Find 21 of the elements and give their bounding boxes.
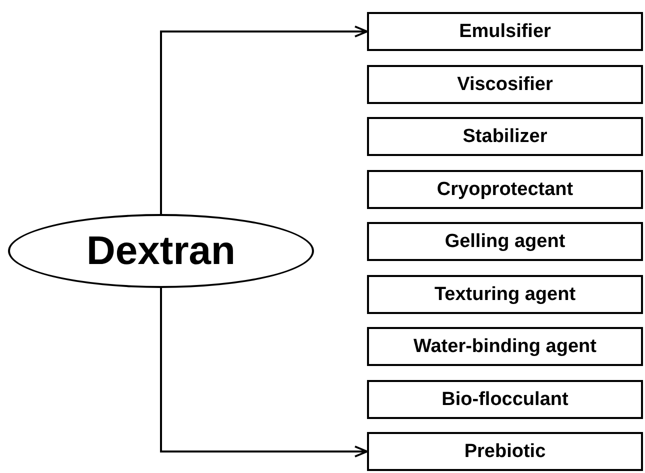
node-label: Gelling agent (444, 230, 566, 252)
category-box (367, 65, 643, 104)
arrow (160, 26, 368, 214)
category-box (367, 117, 643, 156)
node-label: Emulsifier (459, 20, 551, 42)
category-box (367, 432, 643, 471)
category-box (367, 380, 643, 419)
category-box (367, 275, 643, 314)
category-box (367, 327, 643, 366)
arrow (160, 288, 368, 458)
node-label: Viscosifier (457, 74, 553, 96)
node-label: Cryoprotectant (436, 178, 574, 200)
category-box (367, 170, 643, 209)
node-label: Stabilizer (462, 126, 548, 148)
node-title: Dextran (86, 228, 236, 274)
node-label: Bio-flocculant (442, 388, 568, 410)
node-label: Texturing agent (434, 284, 576, 306)
node-label: Water-binding agent (414, 336, 596, 358)
node-label: Prebiotic (464, 440, 546, 462)
category-box (367, 222, 643, 261)
category-box (367, 12, 643, 51)
